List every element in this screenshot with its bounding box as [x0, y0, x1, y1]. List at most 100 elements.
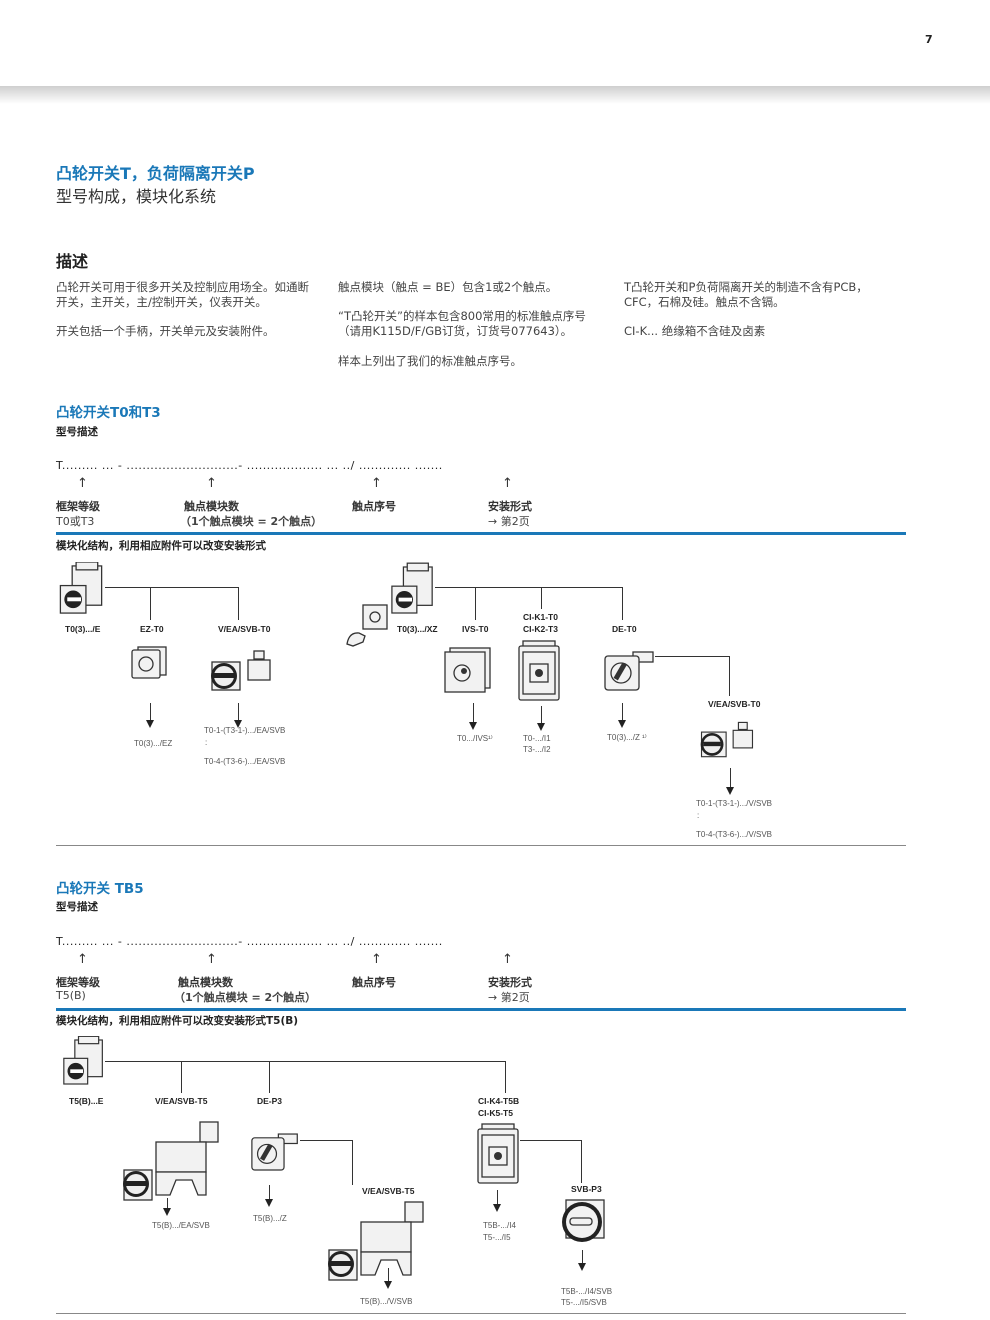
- node-label: V/EA/SVB-T0: [708, 699, 761, 709]
- section2-rule: [56, 1008, 906, 1011]
- description-col2-p2: “T凸轮开关”的样本包含800常用的标准触点序号（请用K115D/F/GB订货，…: [338, 309, 586, 338]
- section2-title: 凸轮开关 TB5: [56, 881, 144, 897]
- field-contact-label: 触点序号: [352, 976, 396, 989]
- node-result: T5B-.../I4/SVB: [561, 1287, 613, 1296]
- cover-handle-icon: [120, 1120, 225, 1205]
- node-label: V/EA/SVB-T0: [218, 624, 271, 634]
- arrow-down-icon: [384, 1281, 392, 1289]
- node-label: V/EA/SVB-T5: [155, 1096, 208, 1106]
- ez-mount-icon: [130, 645, 168, 679]
- description-col1-p2: 开关包括一个手柄，开关单元及安装附件。: [56, 324, 275, 338]
- door-handle-icon: [208, 650, 274, 692]
- node-label: SVB-P3: [571, 1184, 602, 1194]
- field-modules-label: 触点模块数: [184, 500, 239, 513]
- node-result: T0-4-(T3-6-).../V/SVB: [696, 830, 773, 839]
- section1-bottom-rule: [56, 845, 906, 846]
- arrow-down-icon: [537, 723, 545, 731]
- ellipsis: :: [697, 811, 700, 820]
- node-label: IVS-T0: [462, 624, 489, 634]
- field-frame-value: T0或T3: [56, 515, 95, 528]
- arrow-up-icon: ↑: [206, 952, 217, 967]
- page-title: 凸轮开关T，负荷隔离开关P: [56, 164, 255, 183]
- node-result: T5(B).../EA/SVB: [152, 1221, 210, 1230]
- field-frame-label: 框架等级: [56, 976, 100, 989]
- arrow-down-icon: [234, 720, 242, 728]
- field-mounting-label: 安装形式: [488, 500, 532, 513]
- switch-t0-xz-icon: [390, 562, 436, 618]
- node-label: CI-K1-T0: [523, 612, 558, 622]
- node-result: T5-.../I5/SVB: [561, 1298, 607, 1307]
- section1-subtitle: 型号描述: [56, 426, 98, 438]
- section1-caption: 模块化结构，利用相应附件可以改变安装形式: [56, 540, 266, 552]
- arrow-up-icon: ↑: [371, 952, 382, 967]
- arrow-up-icon: ↑: [502, 952, 513, 967]
- node-result: T0.../IVS¹⁾: [457, 734, 493, 743]
- field-contact-label: 触点序号: [352, 500, 396, 513]
- arrow-down-icon: [146, 720, 154, 728]
- field-frame-label: 框架等级: [56, 500, 100, 513]
- field-modules-label: 触点模块数: [178, 976, 233, 989]
- node-label: CI-K2-T3: [523, 624, 558, 634]
- section1-rule: [56, 532, 906, 535]
- switch-t5-e-icon: [62, 1035, 106, 1088]
- node-result: T0(3).../EZ: [134, 739, 173, 748]
- node-label: DE-P3: [257, 1096, 283, 1106]
- section2-caption: 模块化结构，利用相应附件可以改变安装形式T5(B): [56, 1015, 299, 1027]
- field-modules-value: （1个触点模块 = 2个触点）: [174, 991, 317, 1004]
- field-frame-value: T5(B): [56, 989, 86, 1002]
- description-col2-p3: 样本上列出了我们的标准触点序号。: [338, 354, 522, 368]
- switch-t0-e-icon: [58, 561, 106, 617]
- arrow-up-icon: ↑: [77, 476, 88, 491]
- arrow-down-icon: [578, 1263, 586, 1271]
- description-col3-p2: CI-K... 绝缘箱不含硅及卤素: [624, 324, 766, 338]
- door-coupling-icon: [603, 650, 658, 692]
- node-label: CI-K4-T5B: [478, 1096, 520, 1106]
- node-label: T5(B)...E: [69, 1096, 104, 1106]
- page-header: [0, 0, 990, 88]
- node-result: T0-4-(T3-6-).../EA/SVB: [204, 757, 286, 766]
- node-label: DE-T0: [612, 624, 637, 634]
- ellipsis: :: [205, 738, 208, 747]
- node-result: T3-.../I2: [523, 745, 551, 754]
- header-divider: [0, 86, 990, 104]
- description-col1-p1: 凸轮开关可用于很多开关及控制应用场全。如通断开关，主开关，主/控制开关，仪表开关…: [56, 280, 309, 309]
- node-result: T0-.../I1: [523, 734, 551, 743]
- section2-bottom-rule: [56, 1313, 906, 1314]
- field-mounting-label: 安装形式: [488, 976, 532, 989]
- arrow-down-icon: [163, 1208, 171, 1216]
- arrow-down-icon: [493, 1204, 501, 1212]
- description-heading: 描述: [56, 252, 89, 271]
- arrow-up-icon: ↑: [206, 476, 217, 491]
- section2-subtitle: 型号描述: [56, 901, 98, 913]
- arrow-up-icon: ↑: [502, 476, 513, 491]
- arrow-up-icon: ↑: [371, 476, 382, 491]
- front-plate-icon: [362, 604, 388, 630]
- arrow-down-icon: [618, 720, 626, 728]
- node-label: T0(3).../XZ: [397, 624, 438, 634]
- node-result: T0-1-(T3-1-).../EA/SVB: [204, 726, 286, 735]
- node-label: V/EA/SVB-T5: [362, 1186, 415, 1196]
- description-col3-p1: T凸轮开关和P负荷隔离开关的制造不含有PCB，CFC，石棉及硅。触点不含镉。: [624, 280, 868, 309]
- door-handle-icon: [698, 720, 756, 760]
- field-modules-value: （1个触点模块 = 2个触点）: [180, 515, 323, 528]
- node-result: T5B-.../I4: [483, 1221, 516, 1230]
- ci-enclosure-icon: [476, 1123, 520, 1185]
- arrow-up-icon: ↑: [77, 952, 88, 967]
- section2-type-code: T......... ... - .......................…: [56, 935, 443, 948]
- description-col2-p1: 触点模块（触点 = BE）包含1或2个触点。: [338, 280, 558, 294]
- arrow-down-icon: [265, 1199, 273, 1207]
- section1-type-code: T......... ... - .......................…: [56, 459, 443, 472]
- node-label: CI-K5-T5: [478, 1108, 513, 1118]
- page-subtitle: 型号构成，模块化系统: [56, 187, 217, 206]
- ci-enclosure-icon: [517, 640, 561, 702]
- node-result: T0-1-(T3-1-).../V/SVB: [696, 799, 773, 808]
- ivs-enclosure-icon: [444, 647, 492, 693]
- field-mounting-value[interactable]: → 第2页: [488, 515, 530, 528]
- arrow-down-icon: [469, 722, 477, 730]
- door-coupling-icon: [250, 1128, 302, 1176]
- cover-handle-icon: [325, 1200, 430, 1285]
- knob-icon: [345, 630, 367, 648]
- node-label: T0(3).../E: [65, 624, 101, 634]
- node-result: T5-.../I5: [483, 1233, 511, 1242]
- field-mounting-value[interactable]: → 第2页: [488, 991, 530, 1004]
